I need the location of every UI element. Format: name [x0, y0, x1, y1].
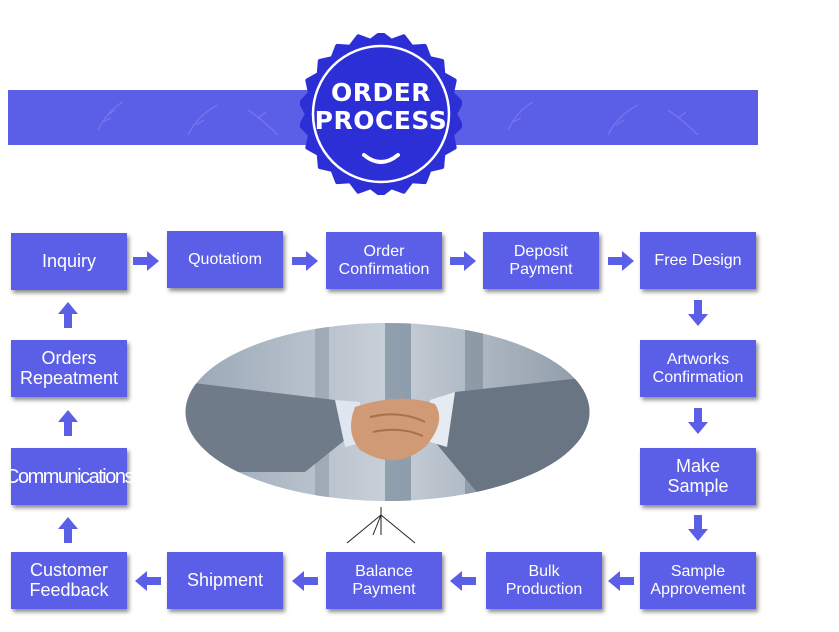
- arrow-right-icon: [292, 251, 318, 271]
- step-bulk-production: Bulk Production: [486, 552, 602, 609]
- arrow-left-icon: [292, 571, 318, 591]
- arrow-up-icon: [58, 410, 78, 436]
- arrow-left-icon: [608, 571, 634, 591]
- step-customer-feedback: Customer Feedback: [11, 552, 127, 609]
- arrow-left-icon: [135, 571, 161, 591]
- step-artworks-confirmation: Artworks Confirmation: [640, 340, 756, 397]
- arrow-right-icon: [608, 251, 634, 271]
- badge-title-line1: ORDER: [330, 78, 432, 107]
- arrow-down-icon: [688, 515, 708, 541]
- photo-stand: [346, 507, 416, 544]
- step-free-design: Free Design: [640, 232, 756, 289]
- arrow-right-icon: [450, 251, 476, 271]
- order-process-badge: ORDER PROCESS: [298, 31, 464, 197]
- chevron-down-icon: [362, 153, 400, 164]
- step-deposit-payment: Deposit Payment: [483, 232, 599, 289]
- step-inquiry: Inquiry: [11, 233, 127, 290]
- step-communications: Communications: [5, 448, 134, 505]
- leaf-pattern: [97, 101, 699, 136]
- arrow-down-icon: [688, 408, 708, 434]
- step-orders-repeatment: Orders Repeatment: [11, 340, 127, 397]
- arrow-left-icon: [450, 571, 476, 591]
- arrow-up-icon: [58, 302, 78, 328]
- step-sample-approvement: Sample Approvement: [640, 552, 756, 609]
- handshake-photo: [185, 323, 590, 501]
- step-balance-payment: Balance Payment: [326, 552, 442, 609]
- step-shipment: Shipment: [167, 552, 283, 609]
- step-make-sample: Make Sample: [640, 448, 756, 505]
- step-order-confirmation: Order Confirmation: [326, 232, 442, 289]
- arrow-down-icon: [688, 300, 708, 326]
- badge-title-line2: PROCESS: [314, 106, 448, 135]
- arrow-right-icon: [133, 251, 159, 271]
- arrow-up-icon: [58, 517, 78, 543]
- step-quotation: Quotatiom: [167, 231, 283, 288]
